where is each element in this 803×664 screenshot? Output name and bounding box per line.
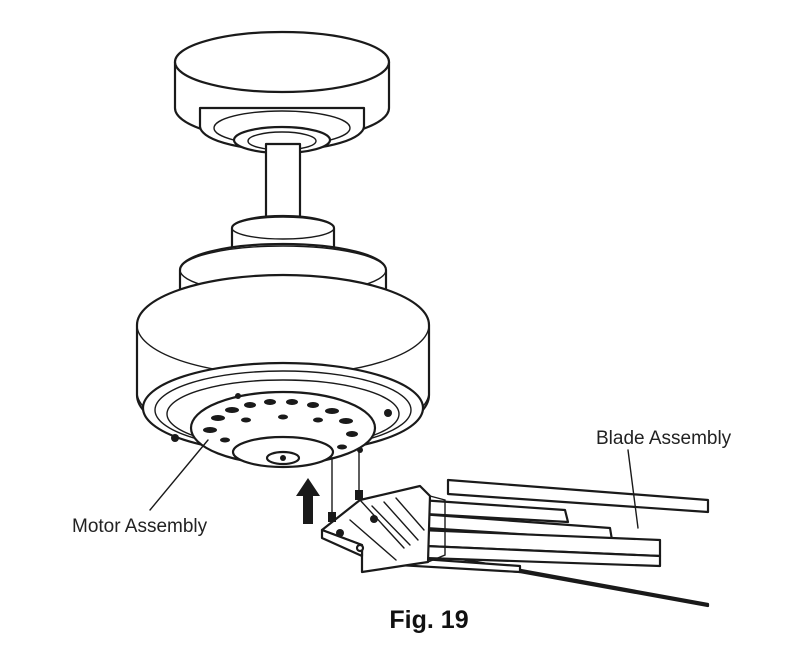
blade-assembly-drawing	[320, 478, 710, 608]
blade-assembly-leader	[627, 449, 639, 529]
motor-assembly-leader	[149, 439, 209, 511]
motor-assembly-label: Motor Assembly	[72, 516, 208, 537]
up-arrow-icon	[296, 478, 320, 524]
vent-slots	[203, 399, 358, 450]
ceiling-canopy	[173, 30, 391, 155]
motor-housing	[135, 214, 431, 469]
alignment-lines	[331, 449, 360, 513]
blade-assembly-label: Blade Assembly	[596, 428, 732, 449]
figure-caption: Fig. 19	[389, 606, 468, 634]
